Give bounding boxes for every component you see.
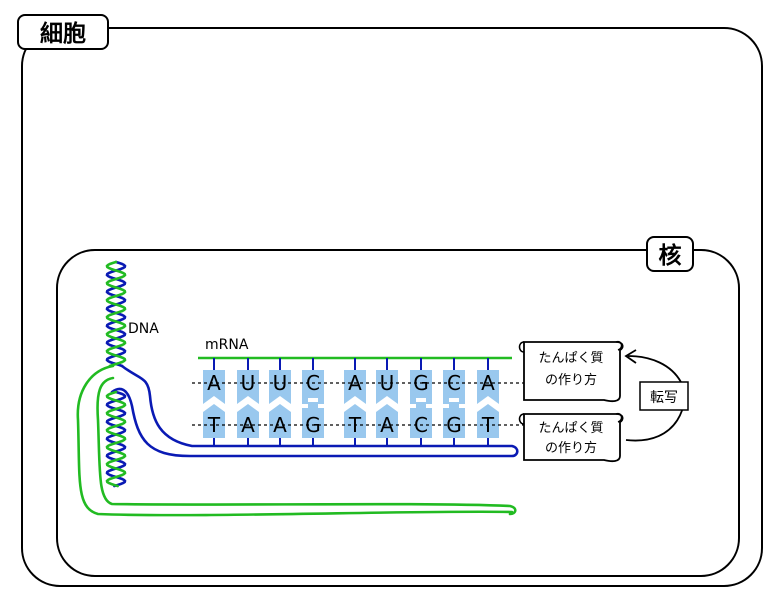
mrna-base-letter: A <box>207 371 221 395</box>
mrna-base-shape <box>269 370 291 404</box>
dna-base-letter: T <box>207 413 221 437</box>
dna-blue-strand-upper <box>110 364 519 458</box>
scroll-upper: たんぱく質 の作り方 <box>518 340 624 403</box>
dna-helix-bottom-green <box>105 390 127 488</box>
dna-base-shape <box>237 404 259 438</box>
scroll-upper-line1: たんぱく質 <box>538 351 603 366</box>
mrna-base-shape <box>477 370 499 404</box>
dna-base-shape <box>477 404 499 438</box>
cell-label: 細胞 <box>40 20 86 47</box>
scroll-lower-curl-right <box>615 412 623 423</box>
transcription-label: 転写 <box>650 390 678 406</box>
mrna-base-shape <box>302 370 324 404</box>
mrna-base-shape <box>443 370 465 404</box>
dna-helix-top-green <box>105 260 127 368</box>
dna-helix-bottom-blue <box>105 390 127 488</box>
cell-membrane <box>21 27 763 587</box>
dna-strands <box>76 260 519 517</box>
mrna-base-letter: U <box>273 371 288 395</box>
mrna-base-shape <box>376 370 398 404</box>
scroll-upper-curl-left <box>518 341 525 353</box>
dna-base-shape <box>410 402 432 438</box>
nucleus-membrane <box>56 249 740 577</box>
mrna-base-shape <box>203 370 225 404</box>
dna-base-letter: A <box>380 413 394 437</box>
dna-base-shape <box>344 404 366 438</box>
scroll-lower-line1: たんぱく質 <box>538 421 603 436</box>
scroll-lower: たんぱく質 の作り方 <box>518 412 624 463</box>
dna-base-shape <box>443 402 465 438</box>
scroll-lower-curl-left <box>518 413 525 425</box>
scroll-upper-curl-right <box>615 340 623 351</box>
dna-base-letter: A <box>273 413 287 437</box>
dna-base-shape <box>302 402 324 438</box>
mrna-base-letter: C <box>447 371 461 395</box>
dna-base-shape <box>376 404 398 438</box>
mrna-base-shape <box>237 370 259 404</box>
scroll-upper-line2: の作り方 <box>545 372 597 388</box>
transcription-label-box <box>639 381 689 411</box>
scroll-lower-line2: の作り方 <box>545 440 597 456</box>
mrna-base-shape <box>410 370 432 404</box>
mrna-label: mRNA <box>205 337 249 353</box>
dna-base-letter: G <box>446 413 462 437</box>
dna-base-shape <box>269 404 291 438</box>
nucleus-label-box <box>646 236 694 272</box>
dna-green-inner <box>96 376 517 516</box>
nucleus-label: 核 <box>659 242 682 269</box>
cell-label-box <box>17 14 109 50</box>
dna-label: DNA <box>128 321 159 337</box>
transcription-arrow-head <box>624 349 637 364</box>
mrna-base-shape <box>344 370 366 404</box>
dna-green-backbone <box>76 364 514 517</box>
dna-base-shape <box>203 404 225 438</box>
